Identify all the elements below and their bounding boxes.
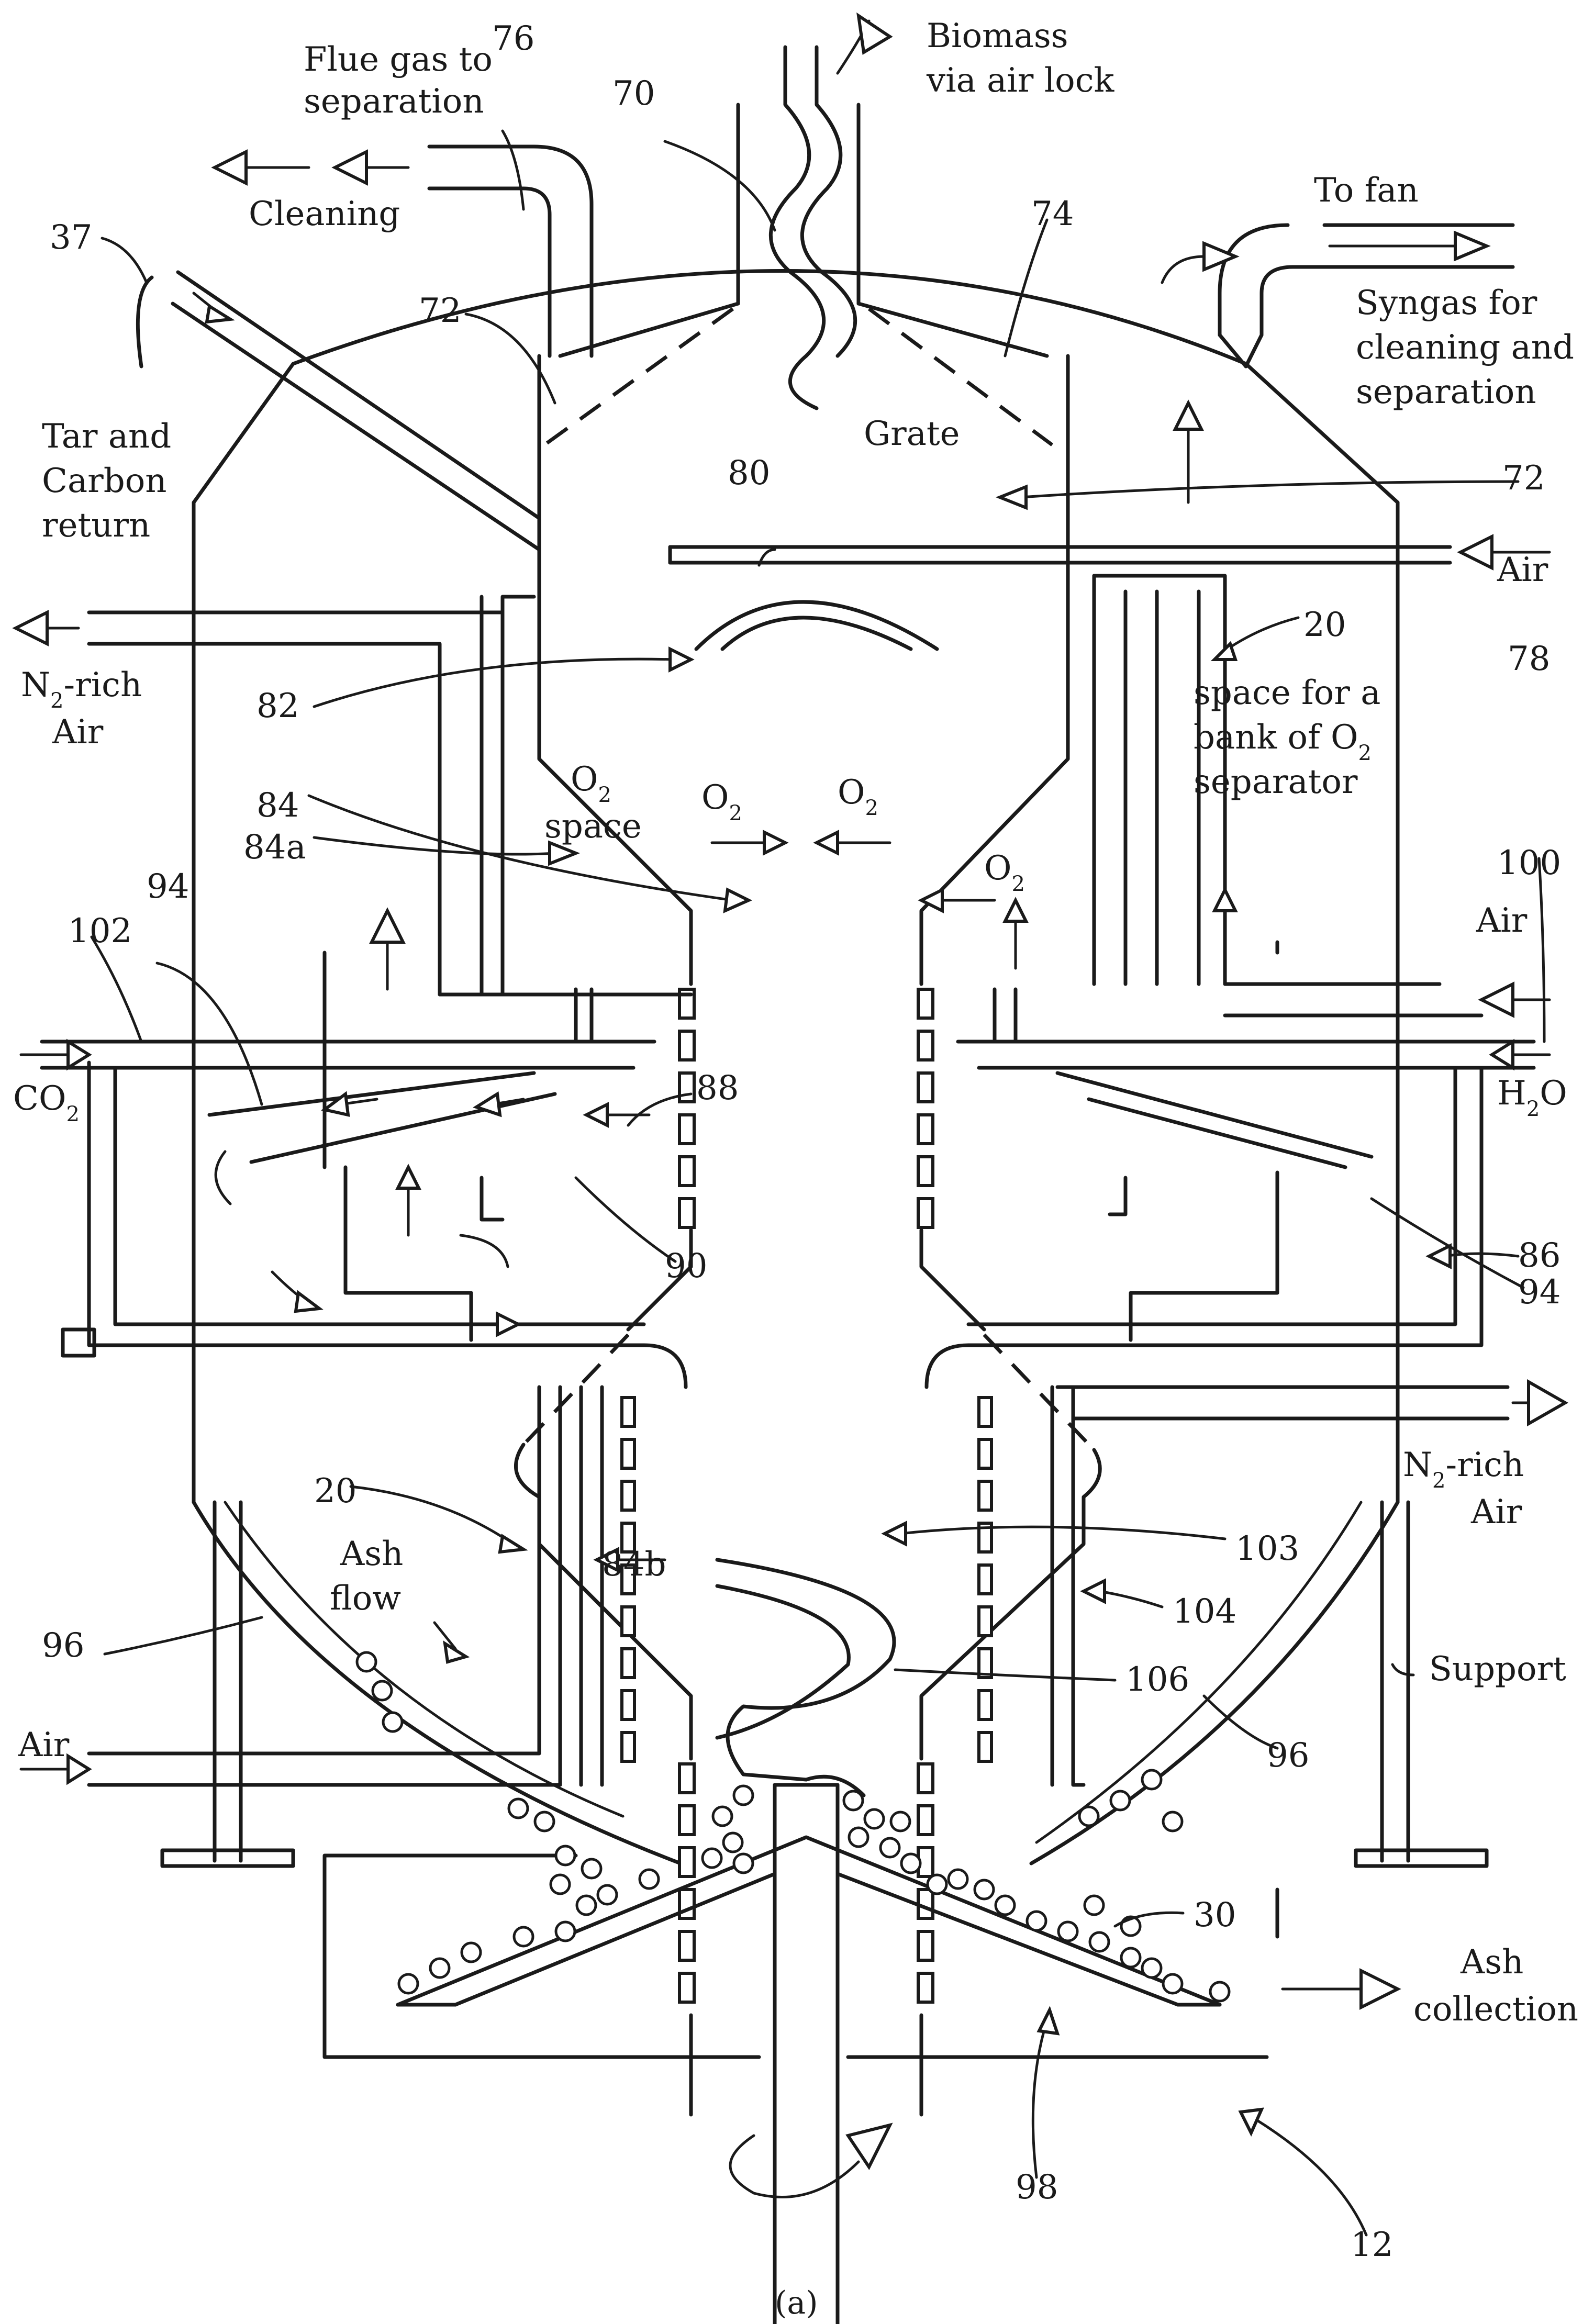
tar-carbon-return bbox=[136, 270, 541, 552]
o2-membrane-upper bbox=[678, 988, 934, 1229]
callout-82: 82 bbox=[257, 687, 299, 725]
label-ash-flow-1: Ash bbox=[340, 1535, 403, 1573]
callout-80: 80 bbox=[728, 454, 770, 493]
label-syngas-2: cleaning and bbox=[1356, 328, 1574, 367]
callout-84a: 84a bbox=[243, 828, 306, 867]
label-support: Support bbox=[1429, 1650, 1566, 1689]
label-air-top: Air bbox=[1497, 551, 1548, 589]
figure-caption: (a) bbox=[775, 2285, 818, 2321]
label-co2: CO2 bbox=[13, 1079, 80, 1126]
callout-84: 84 bbox=[257, 786, 299, 825]
callout-102: 102 bbox=[68, 912, 132, 951]
ash-particles bbox=[355, 1651, 1231, 2003]
o2-membrane-lower bbox=[678, 1762, 934, 2004]
callout-103: 103 bbox=[1235, 1529, 1299, 1568]
callout-20b: 20 bbox=[314, 1472, 356, 1511]
biomass-feed bbox=[768, 12, 893, 410]
label-syngas-3: separation bbox=[1356, 373, 1536, 411]
n2-tubes bbox=[620, 1396, 993, 1763]
callout-78: 78 bbox=[1508, 640, 1550, 678]
label-flue-gas-2: separation bbox=[304, 82, 484, 121]
label-ash-collection-2: collection bbox=[1413, 1990, 1578, 2029]
label-n2-left-air: Air bbox=[52, 713, 104, 752]
callout-70: 70 bbox=[612, 74, 655, 113]
label-tar-3: return bbox=[42, 506, 150, 545]
callout-98: 98 bbox=[1016, 2168, 1058, 2207]
callout-94a: 94 bbox=[147, 867, 189, 906]
label-n2-left: N2-rich bbox=[21, 666, 142, 713]
leader-lines bbox=[90, 129, 1546, 2237]
lower-chambers bbox=[19, 1379, 1569, 1787]
label-n2-right: N2-rich bbox=[1403, 1446, 1524, 1493]
callout-86: 86 bbox=[1518, 1236, 1560, 1275]
callout-20a: 20 bbox=[1303, 606, 1346, 644]
label-space-1: space for a bbox=[1194, 674, 1380, 712]
mid-manifold bbox=[19, 987, 1551, 1389]
callout-88: 88 bbox=[696, 1069, 739, 1108]
support-legs bbox=[160, 1500, 1489, 1868]
callout-72a: 72 bbox=[419, 292, 461, 330]
callout-90: 90 bbox=[665, 1247, 707, 1286]
text-labels: Flue gas to separation Cleaning Biomass … bbox=[13, 17, 1578, 2029]
label-to-fan: To fan bbox=[1314, 171, 1419, 210]
label-syngas-1: Syngas for bbox=[1356, 284, 1537, 322]
callout-76: 76 bbox=[492, 19, 534, 58]
right-upper-chamber bbox=[1092, 574, 1551, 1018]
label-ash-flow-2: flow bbox=[330, 1579, 401, 1618]
flow-arrows bbox=[214, 399, 1238, 1664]
label-o2-space-1: O2 bbox=[571, 760, 611, 807]
label-tar-1: Tar and bbox=[42, 417, 171, 456]
label-biomass-2: via air lock bbox=[926, 61, 1115, 100]
callout-94b: 94 bbox=[1518, 1273, 1560, 1312]
label-air-right: Air bbox=[1476, 901, 1528, 940]
label-biomass-1: Biomass bbox=[927, 17, 1068, 55]
callout-96a: 96 bbox=[42, 1626, 84, 1665]
callout-104: 104 bbox=[1173, 1592, 1236, 1631]
label-grate: Grate bbox=[864, 415, 960, 453]
lower-auger bbox=[715, 1558, 896, 2324]
callout-100: 100 bbox=[1497, 844, 1561, 882]
callout-12: 12 bbox=[1351, 2226, 1393, 2264]
label-n2-right-air: Air bbox=[1470, 1493, 1522, 1532]
deflectors bbox=[207, 907, 1374, 1342]
label-o2-space-2: space bbox=[544, 807, 642, 846]
label-o2-a: O2 bbox=[701, 778, 742, 825]
ash-cone bbox=[322, 1835, 1401, 2198]
label-h2o: H2O bbox=[1497, 1074, 1567, 1121]
label-o2-b: O2 bbox=[838, 773, 878, 820]
flue-gas-outlet bbox=[211, 144, 594, 358]
label-flue-gas-1: Flue gas to bbox=[304, 40, 493, 79]
callout-37: 37 bbox=[50, 218, 92, 257]
outer-vessel bbox=[192, 269, 1400, 1865]
label-cleaning: Cleaning bbox=[249, 195, 400, 233]
label-space-2: bank of O2 bbox=[1194, 718, 1372, 765]
callout-96b: 96 bbox=[1267, 1736, 1309, 1775]
label-o2-c: O2 bbox=[984, 849, 1025, 896]
left-upper-chamber bbox=[12, 595, 693, 997]
callout-84b: 84b bbox=[602, 1545, 666, 1584]
top-air-inlet bbox=[668, 534, 1551, 651]
callout-74: 74 bbox=[1031, 195, 1074, 233]
callout-72b: 72 bbox=[1502, 459, 1545, 498]
reactor-tube bbox=[514, 103, 1102, 2117]
callout-numbers: 76 70 37 72 74 72 80 20 78 82 84 84a 94 … bbox=[42, 19, 1561, 2264]
label-ash-collection-1: Ash bbox=[1460, 1943, 1523, 1982]
label-tar-2: Carbon bbox=[42, 462, 166, 500]
label-air-bottom: Air bbox=[18, 1726, 70, 1764]
callout-106: 106 bbox=[1125, 1660, 1189, 1699]
callout-30: 30 bbox=[1194, 1896, 1236, 1935]
label-space-3: separator bbox=[1194, 763, 1358, 801]
syngas-outlet bbox=[1161, 223, 1515, 368]
